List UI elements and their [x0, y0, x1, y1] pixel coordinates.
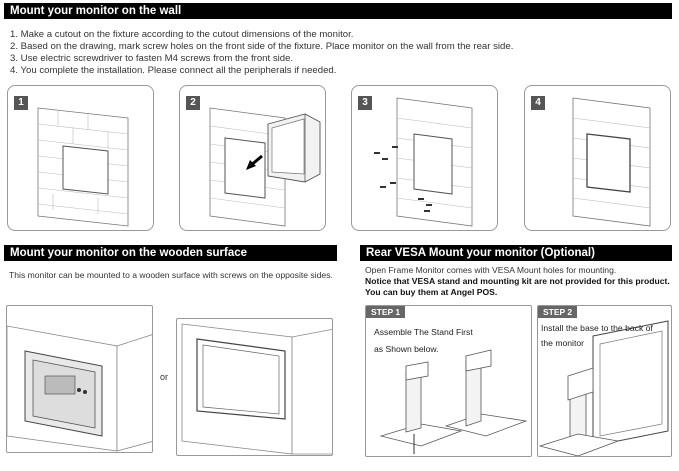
stand-assembly-drawing — [379, 349, 528, 454]
wooden-panel-monitor-drawing — [7, 325, 152, 452]
wall-step-1: 1. Make a cutout on the fixture accordin… — [10, 29, 354, 40]
screws-fastening-drawing — [374, 97, 473, 227]
vesa-step-1-panel: STEP 1 Assemble The Stand First as Shown… — [365, 305, 532, 457]
vesa-line-3: You can buy them at Angel POS. — [365, 287, 498, 297]
wall-step-3-illustration: 3 — [351, 85, 498, 231]
step-number-badge: 3 — [358, 96, 372, 110]
vesa-line-2: Notice that VESA stand and mounting kit … — [365, 276, 670, 286]
step-2-text-line-1: Install the base to the back of — [541, 323, 653, 333]
step-2-text-line-2: the monitor — [541, 338, 584, 348]
or-separator: or — [160, 372, 169, 382]
step-1-text-line-1: Assemble The Stand First — [374, 327, 473, 337]
step-2-label: STEP 2 — [538, 306, 578, 318]
wall-step-2-illustration: 2 — [179, 85, 326, 231]
wall-mount-steps: 1. Make a cutout on the fixture accordin… — [10, 29, 513, 77]
wall-step-4-illustration: 4 — [524, 85, 671, 231]
installed-monitor-drawing — [572, 97, 651, 227]
wood-mount-side-illustration — [6, 305, 153, 453]
step-1-text-line-2: as Shown below. — [374, 344, 439, 354]
base-to-monitor-drawing — [538, 320, 669, 456]
wood-mount-title: Mount your monitor on the wooden surface — [4, 245, 337, 261]
brick-wall-cutout-drawing — [37, 107, 129, 227]
step-number-badge: 2 — [186, 96, 200, 110]
wall-mount-title: Mount your monitor on the wall — [4, 3, 672, 19]
wood-mount-front-illustration — [176, 318, 333, 456]
vesa-step-2-panel: STEP 2 Install the base to the back of t… — [537, 305, 672, 457]
vesa-mount-title: Rear VESA Mount your monitor (Optional) — [360, 245, 672, 261]
step-number-badge: 4 — [531, 96, 545, 110]
wood-mount-description: This monitor can be mounted to a wooden … — [9, 270, 333, 280]
wall-step-3: 3. Use electric screwdriver to fasten M4… — [10, 53, 294, 64]
vesa-line-1: Open Frame Monitor comes with VESA Mount… — [365, 265, 617, 275]
wooden-frame-monitor-drawing — [181, 323, 332, 455]
wall-step-4: 4. You complete the installation. Please… — [10, 65, 337, 76]
step-number-badge: 1 — [14, 96, 28, 110]
wall-step-2: 2. Based on the drawing, mark screw hole… — [10, 41, 514, 52]
step-1-label: STEP 1 — [366, 306, 406, 318]
wall-step-1-illustration: 1 — [7, 85, 154, 231]
wall-with-monitor-rear-drawing — [209, 107, 321, 227]
